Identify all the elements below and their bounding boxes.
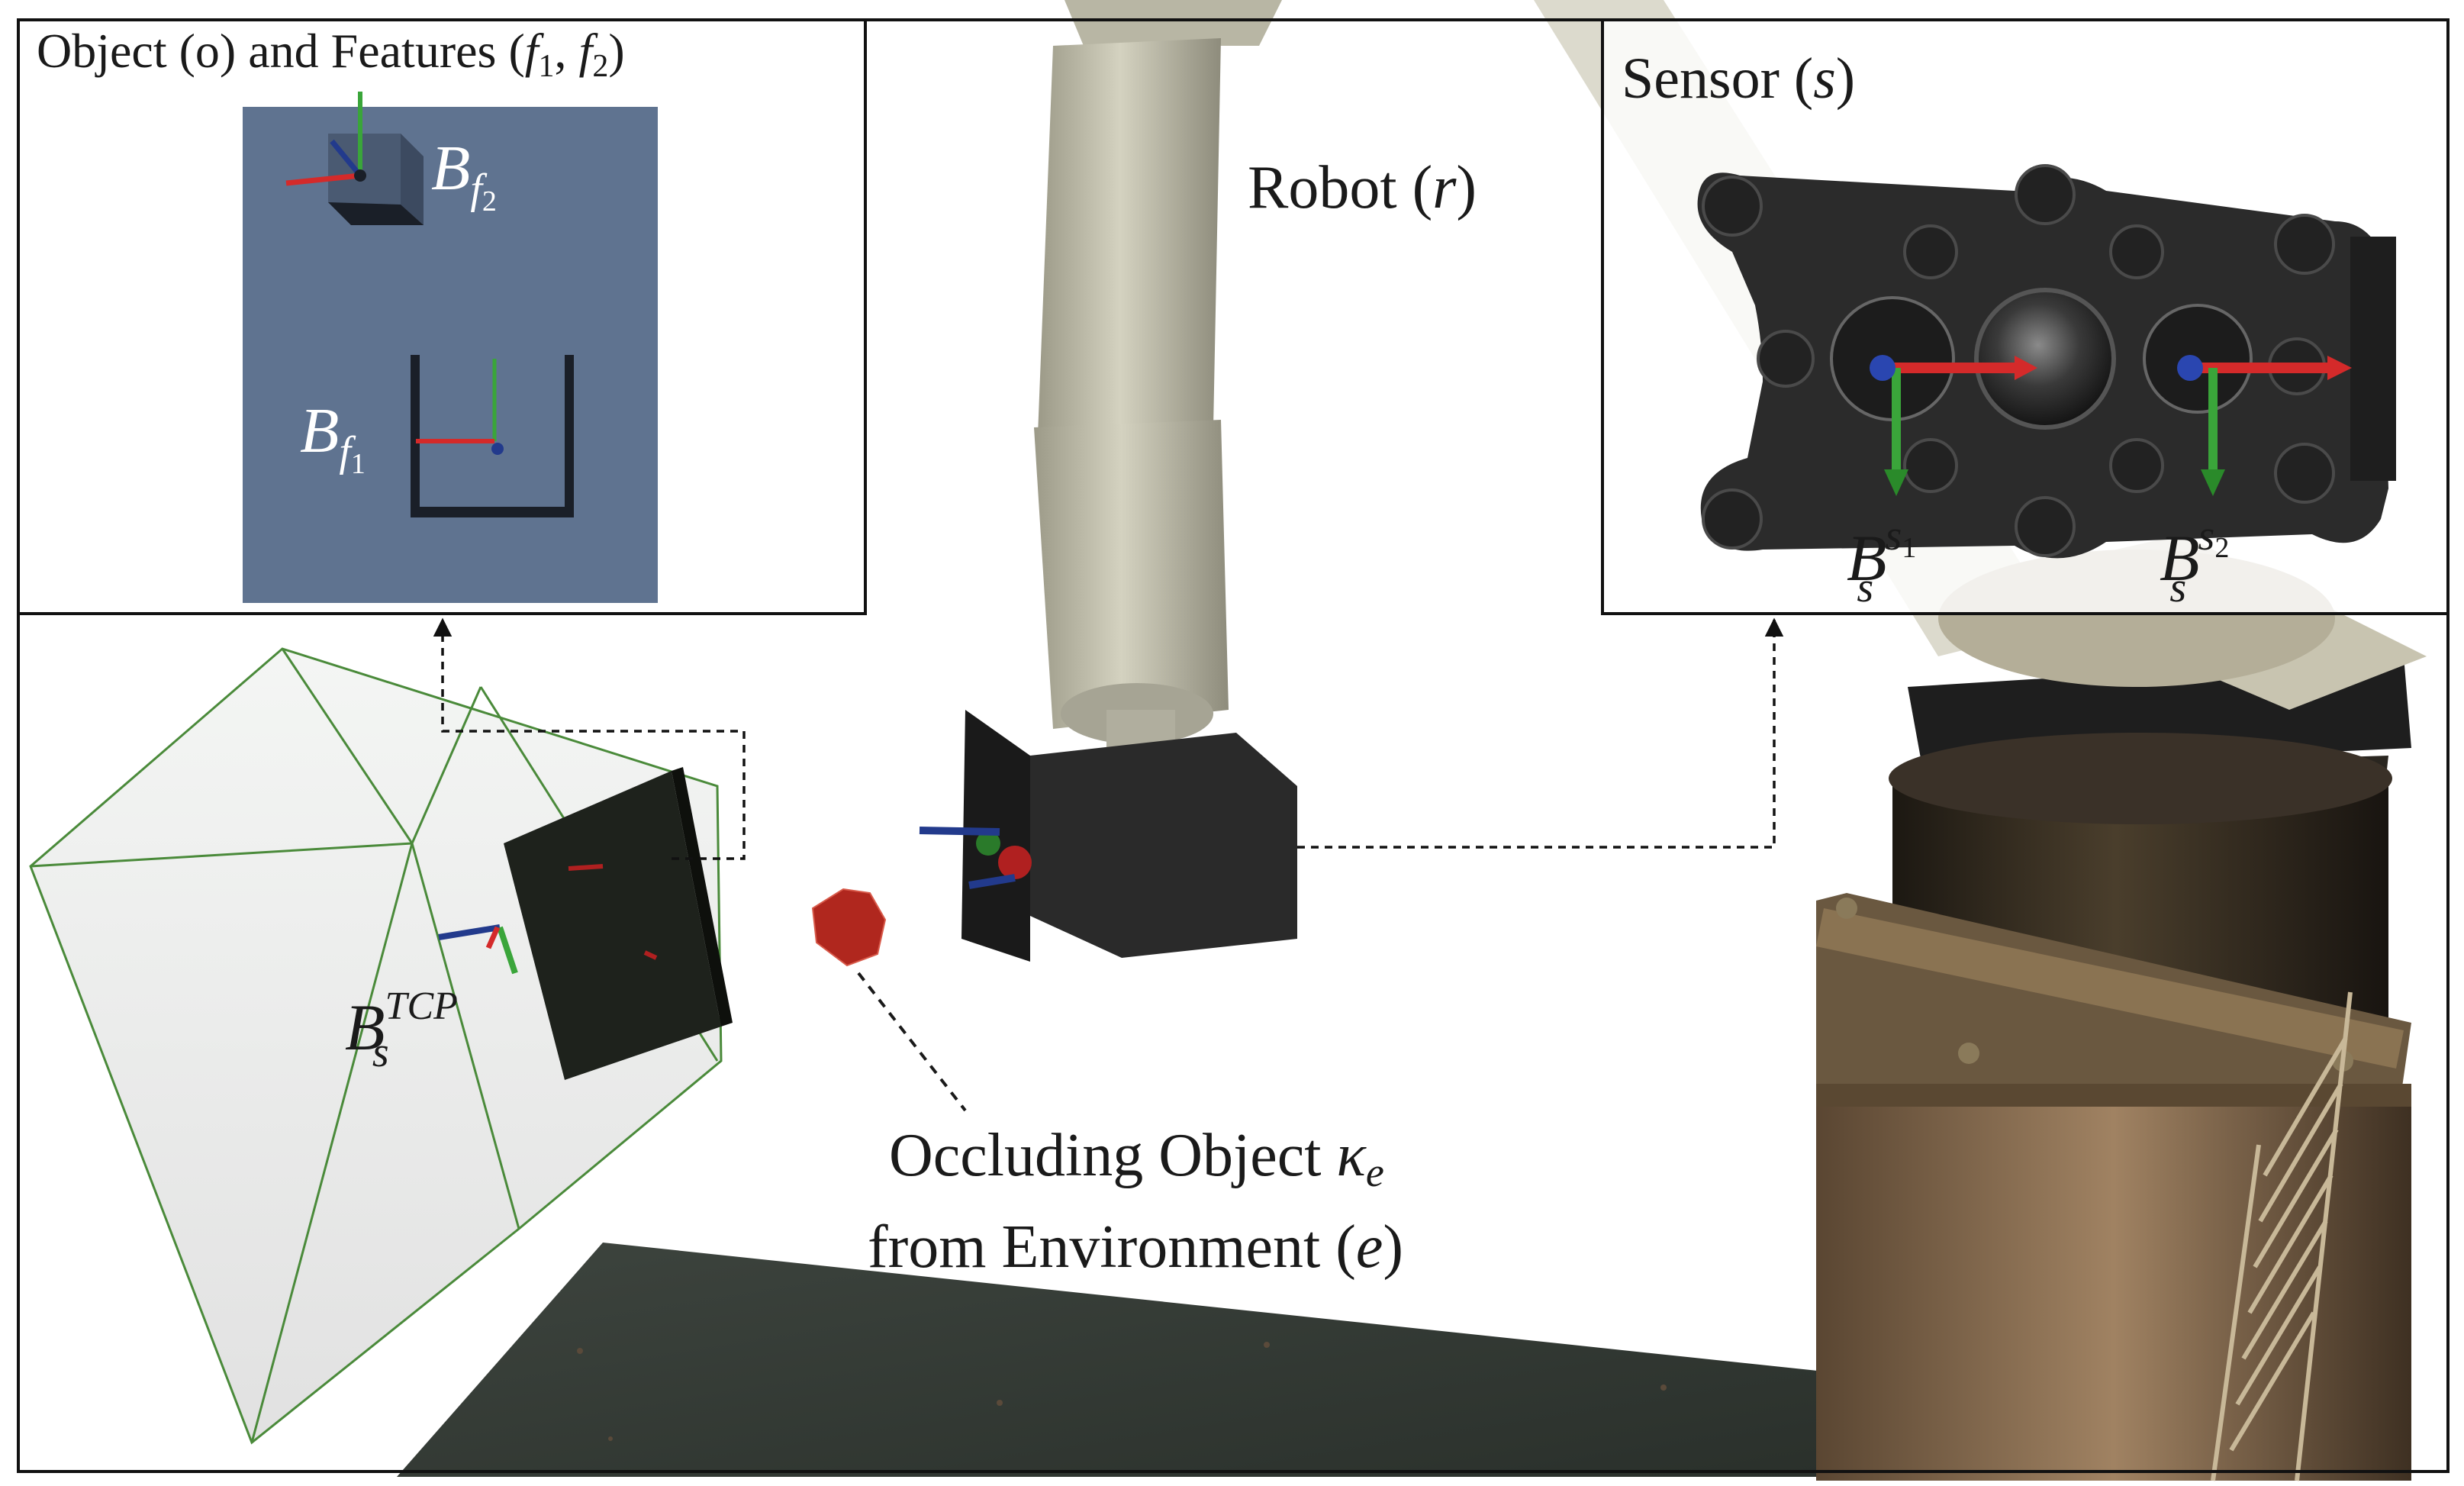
figure-border [17,18,2450,1473]
floor-hole [997,1400,1003,1406]
occluding-object [811,888,887,967]
floor-plate [397,1243,1847,1477]
connector-object-to-panel [433,617,746,860]
sensor-tool [919,710,1297,962]
s2-axis-z [2177,355,2203,381]
object-panel-title: Object (o) and Features (f1, f2) [37,24,625,84]
occluder-leader-line [857,972,967,1112]
floor-hole [1660,1384,1667,1391]
f2-axis-z [330,139,362,178]
tcp-axis-y [497,926,518,975]
occluder-label-line1: Occluding Object κe [889,1122,1384,1195]
f2-axis-x [285,172,361,186]
occluder-label-line2: from Environment (e) [868,1214,1403,1281]
tcp-axis-x [485,926,501,949]
sensor-bolts [1702,164,2335,557]
robot-arm [1034,0,1282,771]
s1-axis-z [1870,355,1896,381]
object-features-panel: Object (o) and Features (f1, f2) Bf2 Bf1 [17,18,867,615]
floor-hole [608,1436,613,1441]
sensor-panel-title: Sensor (s) [1622,47,1855,111]
object-view [243,107,658,603]
sensor-lens-center [1974,288,2116,430]
robot-label: Robot (r) [1248,154,1477,221]
connector-sensor-to-panel [1297,617,1784,849]
sensor-frustum [29,647,733,1445]
feature1-label: Bf1 [300,395,366,480]
floor-hole [1264,1342,1270,1348]
tcp-axis-z [438,924,501,940]
floor-hole [577,1348,583,1354]
